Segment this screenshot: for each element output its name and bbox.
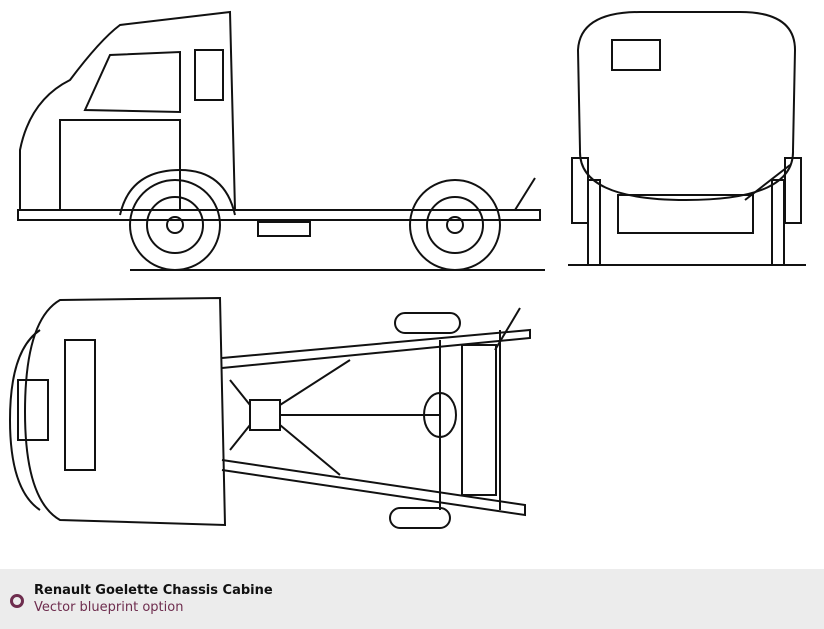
side-view — [17, 10, 545, 271]
caption-subtitle[interactable]: Vector blueprint option — [34, 600, 184, 615]
option-radio-icon[interactable] — [10, 594, 24, 608]
caption-bar: Renault Goelette Chassis Cabine Vector b… — [0, 569, 824, 629]
rear-view — [568, 11, 806, 266]
caption-title: Renault Goelette Chassis Cabine — [34, 583, 273, 598]
blueprint-drawing — [8, 10, 806, 529]
top-view — [8, 296, 531, 529]
